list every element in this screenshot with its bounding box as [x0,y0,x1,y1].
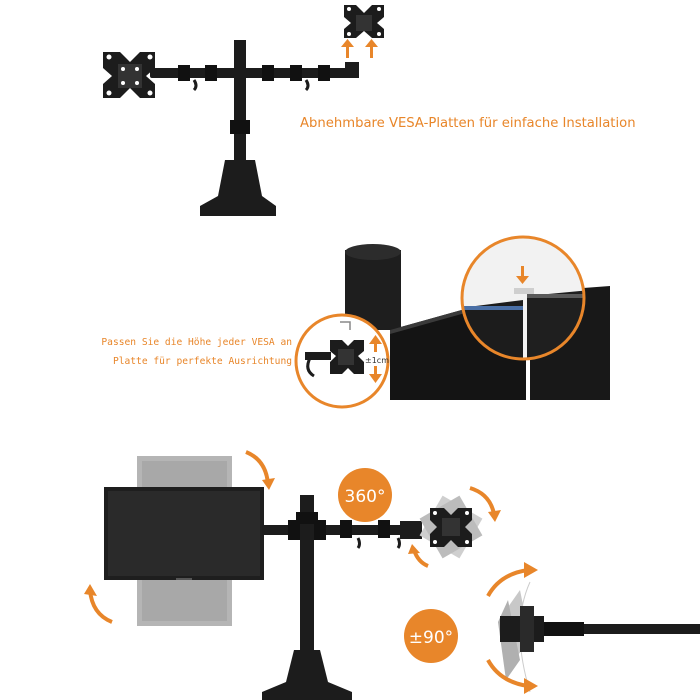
tilt-arrows-icon [486,562,538,694]
middle-caption-line1: Passen Sie die Höhe jeder VESA an [101,337,292,348]
vesa-rotate-arrows-icon [408,486,501,568]
top-product-illustration [103,5,384,216]
tolerance-label: ±1cm [365,356,389,365]
tilt-badge: ±90° [404,609,458,663]
tilt-label: ±90° [409,628,453,648]
middle-caption-line2: Platte für perfekte Ausrichtung [112,356,292,367]
rotation-label: 360° [345,487,386,507]
landscape-monitor [104,487,264,580]
dual-arm [150,62,359,92]
rotate-arrow-bottom-icon [84,584,113,624]
rotation-badge: 360° [338,468,392,522]
top-caption: Abnehmbare VESA-Platten für einfache Ins… [300,116,636,131]
up-arrows-icon [341,39,378,58]
right-vesa-plate [344,5,384,38]
middle-caption: Passen Sie die Höhe jeder VESA an Platte… [100,333,292,371]
height-arrows-icon [369,335,382,383]
tilt-detail [498,581,700,693]
bottom-product-illustration: 360° ±90° [84,450,700,700]
left-vesa-plate [103,52,155,98]
single-arm-stand [262,495,422,700]
zoom-vesa-detail [294,313,390,409]
rotate-arrow-top-icon [245,450,275,490]
middle-product-illustration: ±1cm [294,235,610,409]
rotating-vesa-plate [419,495,483,559]
stand-pole-base [200,40,276,216]
